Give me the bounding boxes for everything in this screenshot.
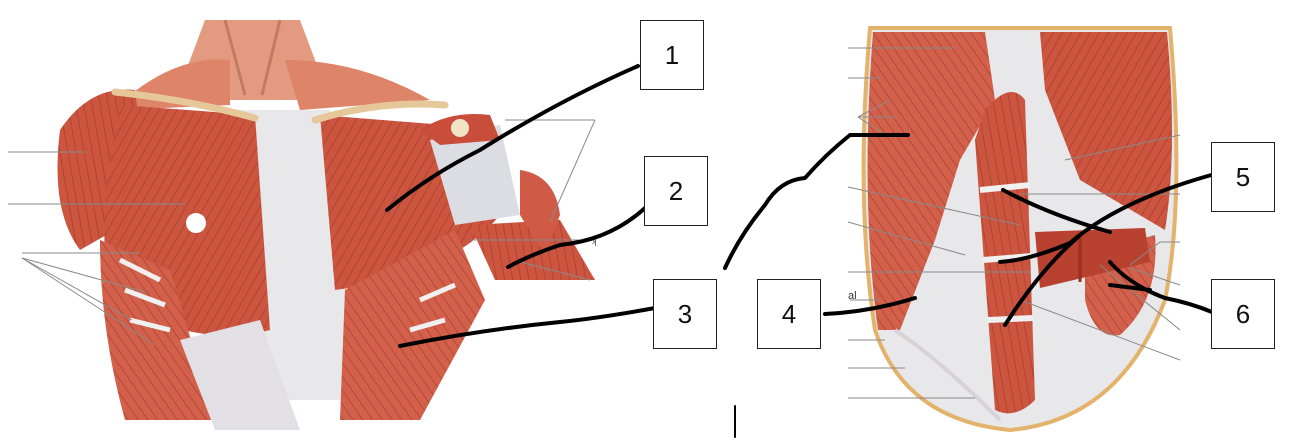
pen-line-5c xyxy=(1003,235,1080,327)
label-box-4[interactable]: 4 xyxy=(757,279,821,349)
pen-line-3b xyxy=(723,133,910,270)
tiny-mark: ʞ xyxy=(592,236,597,246)
marker-dot xyxy=(186,213,206,233)
pen-line-4 xyxy=(823,296,917,316)
label-box-1[interactable]: 1 xyxy=(640,20,704,90)
right-arm-cut xyxy=(520,170,560,255)
left-serratus xyxy=(100,240,215,420)
partial-label: al xyxy=(848,290,857,302)
left-clavicle xyxy=(111,88,259,122)
transversus-abdominis xyxy=(1035,228,1150,288)
pen-line-1 xyxy=(385,64,640,212)
pen-line-6a xyxy=(1108,260,1214,314)
pen-line-5b xyxy=(1001,188,1112,234)
left-external-oblique xyxy=(867,32,995,330)
right-pectoralis-minor xyxy=(430,125,520,225)
right-clavicle xyxy=(311,100,449,124)
thorax-illustration xyxy=(57,19,595,430)
pen-line-3 xyxy=(398,306,657,348)
right-biceps xyxy=(470,220,595,280)
left-leader-lines xyxy=(8,119,596,346)
right-serratus-anterior xyxy=(340,230,485,420)
label-box-6[interactable]: 6 xyxy=(1211,279,1275,349)
right-external-oblique xyxy=(1040,32,1173,230)
label-box-2[interactable]: 2 xyxy=(644,156,708,226)
abdomen-illustration xyxy=(861,26,1179,433)
label-box-3[interactable]: 3 xyxy=(653,279,717,349)
pen-line-6b xyxy=(1108,283,1152,292)
label-box-5[interactable]: 5 xyxy=(1211,142,1275,212)
rectus-abdominis xyxy=(975,92,1035,414)
pen-annotations xyxy=(385,64,1217,438)
pen-line-2 xyxy=(506,206,647,269)
